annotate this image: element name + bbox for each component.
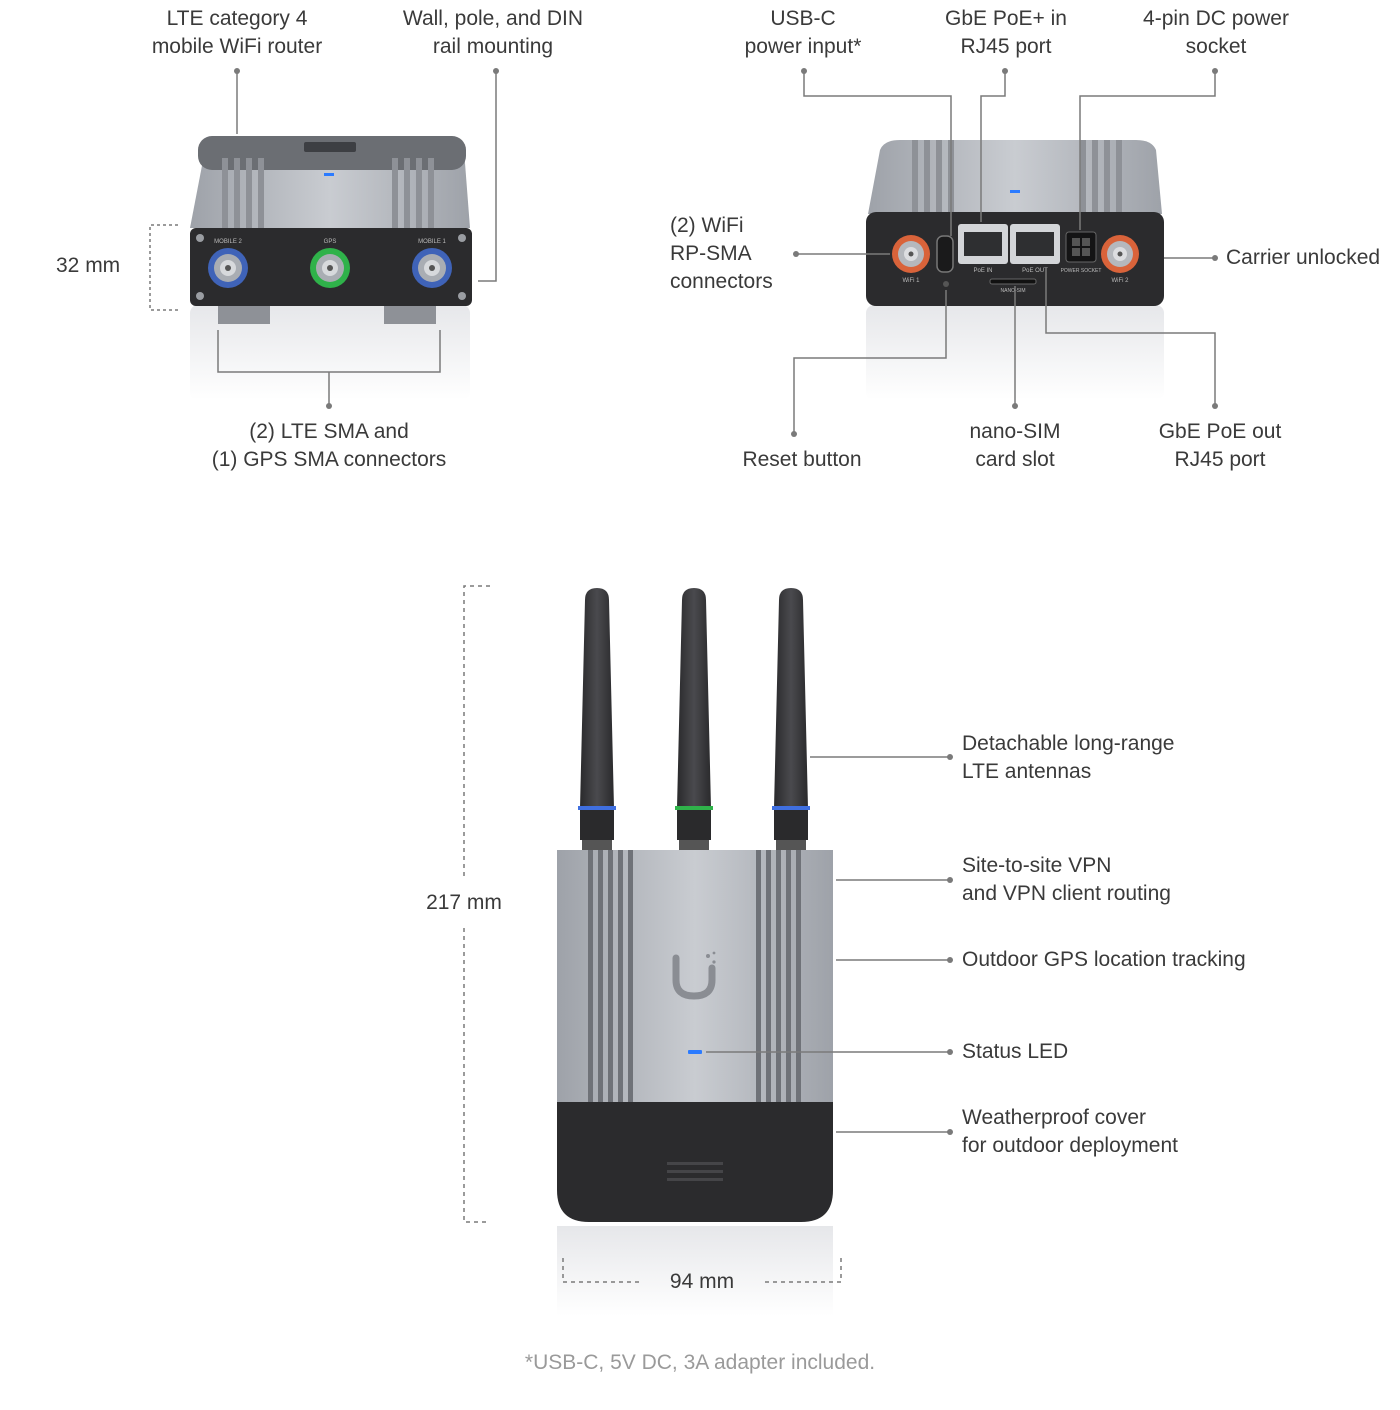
label-nano-sim: nano-SIM card slot	[969, 420, 1061, 471]
callout-status-led: Status LED	[962, 1040, 1069, 1063]
device-fins-left	[222, 158, 264, 228]
label-mounting: Wall, pole, and DIN rail mounting	[402, 7, 584, 58]
port-label-mobile1: MOBILE 1	[418, 239, 446, 245]
callout-gps-tracking: Outdoor GPS location tracking	[962, 948, 1246, 971]
lte-sma-connector-1	[412, 248, 452, 288]
dimension-height-217	[463, 585, 490, 1223]
status-led	[688, 1050, 702, 1054]
device-reflection	[190, 305, 470, 400]
label-usbc-power: USB-C power input*	[744, 7, 862, 58]
leader-lines-front	[706, 756, 950, 1133]
port-label-power-socket: POWER SOCKET	[1061, 268, 1102, 274]
device-front-view	[557, 588, 833, 1316]
label-sma-connectors: (2) LTE SMA and (1) GPS SMA connectors	[211, 420, 447, 471]
device-fins-front-right	[756, 850, 801, 1104]
port-label-mobile2: MOBILE 2	[214, 239, 242, 245]
usbc-port	[936, 235, 954, 273]
label-height-217mm: 217 mm	[426, 891, 502, 914]
leader-lines-top-left	[149, 71, 497, 406]
gps-sma-connector	[310, 248, 350, 288]
lte-sma-connector-2	[208, 248, 248, 288]
rj45-poe-out-port	[1010, 224, 1060, 264]
lte-antenna-right	[772, 588, 810, 850]
port-label-poe-in: PoE IN	[973, 268, 992, 274]
lte-antenna-left	[578, 588, 616, 850]
label-reset-button: Reset button	[742, 448, 862, 471]
port-label-nano-sim: NANO-SIM	[1001, 288, 1026, 294]
port-label-wifi1: WiFi 1	[903, 278, 921, 284]
device-fins-right	[392, 158, 434, 228]
reset-button-hole	[943, 281, 949, 287]
callout-vpn: Site-to-site VPN and VPN client routing	[962, 854, 1171, 905]
port-label-gps: GPS	[324, 239, 337, 245]
wifi-rpsma-connector-1	[892, 235, 930, 273]
port-label-poe-out: PoE OUT	[1022, 268, 1048, 274]
label-poe-out: GbE PoE out RJ45 port	[1158, 420, 1282, 471]
device-reflection-front	[557, 1226, 833, 1316]
device-front-connectors-view: MOBILE 2 GPS MOBILE 1	[190, 136, 472, 400]
wifi-rpsma-connector-2	[1101, 235, 1139, 273]
device-vent	[304, 142, 356, 152]
callout-weatherproof: Weatherproof cover for outdoor deploymen…	[962, 1106, 1178, 1157]
label-poe-in: GbE PoE+ in RJ45 port	[945, 7, 1067, 58]
label-width-94mm: 94 mm	[669, 1270, 735, 1293]
device-fins-front-left	[588, 850, 633, 1104]
label-dc-socket: 4-pin DC power socket	[1143, 7, 1289, 58]
leader-lines-top-right	[793, 71, 1216, 434]
footnote: *USB-C, 5V DC, 3A adapter included.	[524, 1351, 876, 1374]
device-top-cap	[198, 136, 466, 170]
label-carrier-unlocked: Carrier unlocked	[1226, 246, 1381, 269]
nano-sim-slot	[989, 278, 1037, 285]
gps-antenna-center	[675, 588, 713, 850]
dc-power-socket	[1065, 231, 1097, 263]
port-label-wifi2: WiFi 2	[1112, 278, 1130, 284]
dimension-width-94	[562, 1258, 842, 1283]
rj45-poe-in-port	[958, 224, 1008, 264]
status-led-top	[324, 173, 334, 176]
label-wifi-connectors: (2) WiFi RP-SMA connectors	[670, 214, 773, 293]
callout-antennas: Detachable long-range LTE antennas	[962, 732, 1175, 783]
label-height-32mm: 32 mm	[56, 254, 121, 277]
label-lte-router: LTE category 4 mobile WiFi router	[151, 7, 323, 58]
ubiquiti-logo	[672, 951, 716, 1000]
